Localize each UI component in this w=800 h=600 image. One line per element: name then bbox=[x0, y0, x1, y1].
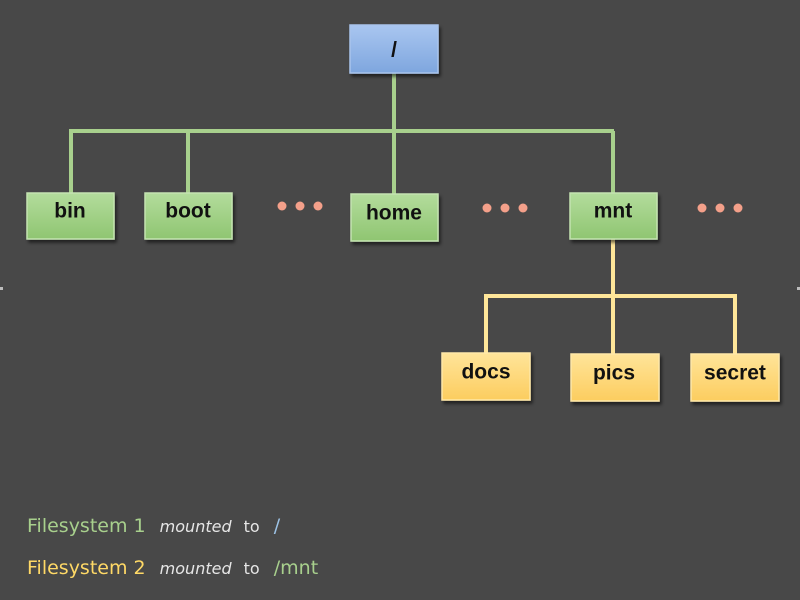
node-pics-label: pics bbox=[593, 362, 635, 385]
ellipsis-dots-2 bbox=[482, 203, 528, 213]
legend-filesystem-1: Filesystem 1 mounted to / bbox=[27, 515, 280, 537]
ellipsis-dot bbox=[518, 203, 528, 213]
legend-fs2-name: Filesystem 2 bbox=[27, 557, 146, 579]
legend-fs1-mounted: mounted bbox=[159, 517, 232, 536]
node-bin-label: bin bbox=[54, 200, 86, 223]
ellipsis-dot bbox=[313, 201, 323, 211]
node-bin: bin bbox=[26, 192, 115, 240]
node-boot-box bbox=[144, 192, 233, 240]
node-root-label: / bbox=[391, 39, 397, 62]
legend-fs1-name: Filesystem 1 bbox=[27, 515, 146, 537]
legend-fs1-target: / bbox=[273, 515, 281, 537]
ellipsis-dot bbox=[733, 203, 743, 213]
node-home-label: home bbox=[366, 202, 422, 225]
ellipsis-dot bbox=[500, 203, 510, 213]
ellipsis-dot bbox=[715, 203, 725, 213]
fs1-connectors bbox=[69, 72, 615, 194]
node-bin-box bbox=[26, 192, 115, 240]
legend-fs2-to: to bbox=[243, 559, 260, 578]
ellipsis-dots-1 bbox=[277, 201, 323, 211]
node-mnt-box bbox=[569, 192, 658, 240]
legend-filesystem-2: Filesystem 2 mounted to /mnt bbox=[27, 557, 318, 579]
node-secret-box bbox=[690, 353, 780, 402]
node-mnt: mnt bbox=[569, 192, 658, 240]
node-docs-label: docs bbox=[461, 361, 510, 384]
node-boot-label: boot bbox=[165, 200, 210, 223]
node-secret: secret bbox=[690, 353, 780, 402]
ellipsis-dot bbox=[482, 203, 492, 213]
right-edge-tick bbox=[797, 287, 800, 290]
node-home-box bbox=[350, 193, 439, 242]
legend-fs1-to: to bbox=[243, 517, 260, 536]
node-docs: docs bbox=[441, 352, 531, 401]
legend-fs2-mounted: mounted bbox=[159, 559, 232, 578]
node-home: home bbox=[350, 193, 439, 242]
node-pics-box bbox=[570, 353, 660, 402]
node-pics: pics bbox=[570, 353, 660, 402]
ellipsis-dot bbox=[697, 203, 707, 213]
fs2-connectors bbox=[484, 238, 737, 355]
node-root-box bbox=[349, 24, 439, 74]
node-docs-box bbox=[441, 352, 531, 401]
node-secret-label: secret bbox=[704, 362, 766, 385]
node-root: / bbox=[349, 24, 439, 74]
legend-fs2-target: /mnt bbox=[273, 557, 319, 579]
left-edge-tick bbox=[0, 287, 3, 290]
ellipsis-dot bbox=[277, 201, 287, 211]
node-boot: boot bbox=[144, 192, 233, 240]
ellipsis-dots-3 bbox=[697, 203, 743, 213]
ellipsis-dot bbox=[295, 201, 305, 211]
node-mnt-label: mnt bbox=[594, 200, 633, 223]
